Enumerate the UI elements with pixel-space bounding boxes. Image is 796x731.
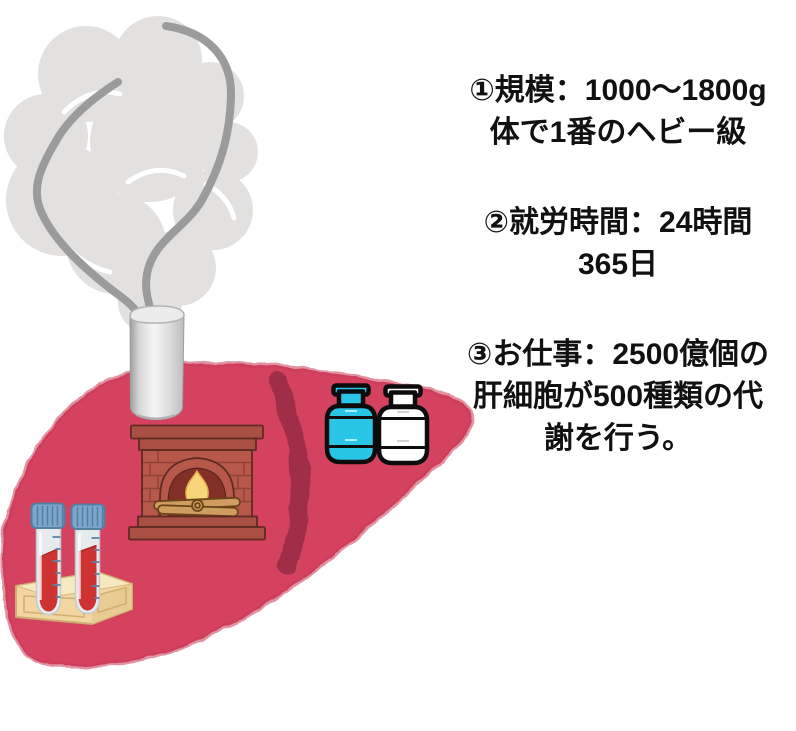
note-line: 謝を行う。 (543, 422, 693, 455)
can-body (129, 315, 185, 421)
tube-blood (78, 545, 97, 611)
fireplace-mantel-and-base (128, 424, 266, 541)
medicine-bottle-white (376, 384, 430, 466)
tube-blood (39, 549, 58, 612)
tube-cap-ribs (76, 507, 104, 527)
tube-graduations (52, 536, 61, 598)
log-icon (153, 496, 241, 518)
bottle-white-label-lines (381, 417, 425, 449)
note-job: ③お仕事：2500億個の 肝細胞が500種類の代 謝を行う。 (440, 334, 796, 460)
tube-cap-ribs (36, 506, 64, 526)
liver-vein (268, 372, 310, 576)
medicine-bottles (324, 383, 430, 466)
note-scale: ①規模：1000〜1800g 体で1番のヘビー級 (440, 70, 796, 154)
smoke-swirl-lines (32, 22, 236, 321)
bottle-cyan-glints (345, 410, 357, 441)
blood-test-tube (30, 502, 66, 616)
note-line: ③お仕事：2500億個の (466, 338, 770, 371)
blood-test-tube (70, 503, 106, 615)
note-line: ①規模：1000〜1800g (469, 74, 767, 107)
note-line: ②就労時間：24時間 (483, 206, 753, 239)
blood-test-tubes (30, 502, 106, 616)
can-lid (129, 305, 185, 324)
note-line: 365日 (577, 248, 659, 281)
smoke-cloud (4, 16, 258, 336)
tube-graduations (91, 537, 100, 599)
note-working-hours: ②就労時間：24時間 365日 (440, 202, 796, 286)
info-notes: ①規模：1000〜1800g 体で1番のヘビー級 ②就労時間：24時間 365日… (440, 70, 796, 508)
chimney-can (129, 305, 185, 421)
rack-side-face (92, 584, 132, 624)
rack-front-panel (23, 595, 85, 618)
blood-surface-line (78, 544, 97, 553)
fireplace-icon (128, 424, 266, 541)
bottle-white-glints (397, 411, 409, 442)
bottle-cyan-label-lines (329, 416, 373, 448)
can-bottom-rim (136, 413, 176, 420)
note-line: 肝細胞が500種類の代 (472, 380, 764, 413)
blood-surface-line (39, 548, 58, 558)
note-line: 体で1番のヘビー級 (489, 116, 747, 149)
